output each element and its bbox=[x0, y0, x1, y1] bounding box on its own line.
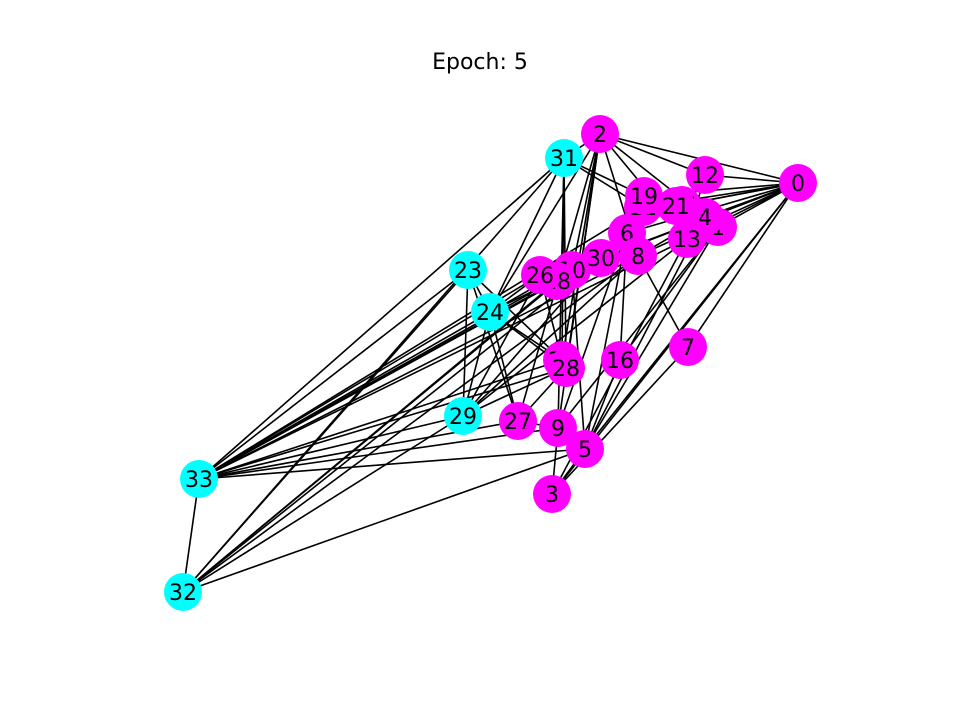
node-26: 26 bbox=[521, 256, 559, 294]
graph-title: Epoch: 5 bbox=[432, 50, 528, 75]
node-label-8: 8 bbox=[631, 245, 645, 270]
node-circle-27 bbox=[499, 402, 537, 440]
node-circle-9 bbox=[539, 409, 577, 447]
node-label-7: 7 bbox=[681, 336, 695, 361]
edge-13-33 bbox=[198, 238, 688, 480]
node-label-13: 13 bbox=[673, 228, 701, 253]
node-label-27: 27 bbox=[504, 410, 532, 435]
node-circle-21 bbox=[657, 187, 695, 225]
node-13: 13 bbox=[668, 220, 706, 258]
node-label-0: 0 bbox=[791, 172, 805, 197]
node-circle-31 bbox=[545, 139, 583, 177]
node-5: 5 bbox=[566, 430, 604, 468]
node-circle-30 bbox=[582, 239, 620, 277]
node-label-28: 28 bbox=[552, 357, 580, 382]
node-circle-2 bbox=[581, 115, 619, 153]
edge-1-9 bbox=[557, 226, 719, 429]
node-2: 2 bbox=[581, 115, 619, 153]
node-circle-13 bbox=[668, 220, 706, 258]
node-7: 7 bbox=[669, 328, 707, 366]
node-33: 33 bbox=[180, 460, 218, 498]
edge-8-29 bbox=[462, 255, 639, 417]
node-label-4: 4 bbox=[698, 206, 712, 231]
node-circle-5 bbox=[566, 430, 604, 468]
node-3: 3 bbox=[533, 475, 571, 513]
node-label-31: 31 bbox=[550, 147, 578, 172]
edge-30-32 bbox=[182, 257, 602, 593]
node-circle-29 bbox=[444, 397, 482, 435]
node-label-9: 9 bbox=[551, 417, 565, 442]
node-circle-24 bbox=[471, 293, 509, 331]
node-label-29: 29 bbox=[449, 405, 477, 430]
node-9: 9 bbox=[539, 409, 577, 447]
node-16: 16 bbox=[601, 341, 639, 379]
node-19: 19 bbox=[625, 177, 663, 215]
node-label-5: 5 bbox=[578, 438, 592, 463]
node-circle-23 bbox=[449, 251, 487, 289]
node-circle-33 bbox=[180, 460, 218, 498]
node-21: 21 bbox=[657, 187, 695, 225]
node-circle-26 bbox=[521, 256, 559, 294]
node-29: 29 bbox=[444, 397, 482, 435]
edge-31-32 bbox=[182, 157, 565, 593]
node-label-19: 19 bbox=[630, 185, 658, 210]
edge-28-33 bbox=[198, 367, 567, 480]
node-circle-0 bbox=[779, 164, 817, 202]
node-8: 8 bbox=[619, 237, 657, 275]
node-circle-12 bbox=[686, 156, 724, 194]
edge-5-32 bbox=[182, 448, 586, 593]
edge-25-33 bbox=[198, 359, 563, 480]
node-label-23: 23 bbox=[454, 259, 482, 284]
node-label-3: 3 bbox=[545, 483, 559, 508]
node-circle-28 bbox=[547, 349, 585, 387]
edge-23-27 bbox=[467, 269, 519, 422]
edge-0-7 bbox=[687, 182, 799, 348]
node-circle-8 bbox=[619, 237, 657, 275]
node-layer: 0123456789101112131617181921252627283023… bbox=[164, 115, 817, 611]
edge-9-33 bbox=[198, 427, 559, 480]
node-23: 23 bbox=[449, 251, 487, 289]
edge-23-33 bbox=[198, 269, 469, 480]
edge-23-25 bbox=[467, 269, 563, 361]
node-label-21: 21 bbox=[662, 195, 690, 220]
node-28: 28 bbox=[547, 349, 585, 387]
node-label-33: 33 bbox=[185, 468, 213, 493]
node-circle-7 bbox=[669, 328, 707, 366]
node-label-16: 16 bbox=[606, 349, 634, 374]
node-0: 0 bbox=[779, 164, 817, 202]
edge-29-33 bbox=[198, 415, 464, 480]
node-12: 12 bbox=[686, 156, 724, 194]
node-label-24: 24 bbox=[476, 301, 504, 326]
edge-1-5 bbox=[584, 226, 719, 450]
edge-30-33 bbox=[198, 257, 602, 480]
node-circle-32 bbox=[164, 573, 202, 611]
node-31: 31 bbox=[545, 139, 583, 177]
node-circle-19 bbox=[625, 177, 663, 215]
node-label-12: 12 bbox=[691, 164, 719, 189]
node-30: 30 bbox=[582, 239, 620, 277]
node-label-2: 2 bbox=[593, 123, 607, 148]
node-label-26: 26 bbox=[526, 264, 554, 289]
node-label-30: 30 bbox=[587, 247, 615, 272]
edge-5-33 bbox=[198, 448, 586, 480]
node-label-32: 32 bbox=[169, 581, 197, 606]
node-circle-16 bbox=[601, 341, 639, 379]
node-24: 24 bbox=[471, 293, 509, 331]
edge-29-32 bbox=[182, 415, 464, 593]
node-27: 27 bbox=[499, 402, 537, 440]
node-32: 32 bbox=[164, 573, 202, 611]
node-circle-3 bbox=[533, 475, 571, 513]
edge-7-3 bbox=[551, 346, 689, 495]
edge-32-33 bbox=[182, 478, 200, 593]
edge-31-33 bbox=[198, 157, 565, 480]
edge-24-31 bbox=[489, 157, 565, 313]
